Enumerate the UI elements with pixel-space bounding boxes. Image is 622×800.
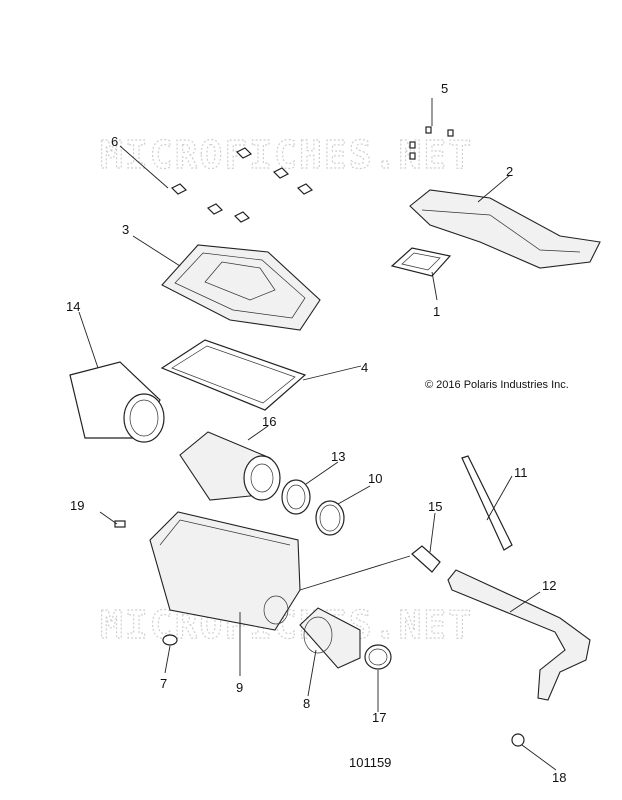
part-12-hose <box>447 569 591 701</box>
callout-labels: 1 2 3 4 5 6 7 8 9 10 11 12 13 14 15 16 1… <box>66 81 566 785</box>
callout-10: 10 <box>368 471 382 486</box>
part-15-sensor <box>411 545 441 573</box>
diagram-id: 101159 <box>349 755 391 770</box>
part-16-air-filter <box>179 431 281 501</box>
callout-4: 4 <box>361 360 368 375</box>
callout-11: 11 <box>514 465 528 480</box>
callout-1: 1 <box>433 304 440 319</box>
leader-lines <box>78 98 557 771</box>
part-14-prefilter-sleeve <box>69 361 165 443</box>
callout-3: 3 <box>122 222 129 237</box>
callout-16: 16 <box>262 414 276 429</box>
callout-17: 17 <box>372 710 386 725</box>
callout-5: 5 <box>441 81 448 96</box>
part-3-airbox-cover <box>161 244 321 331</box>
part-1-gasket <box>390 247 452 277</box>
callout-13: 13 <box>331 449 345 464</box>
watermark-top: MICROFICHES.NET <box>100 133 473 177</box>
part-5-screws <box>409 126 454 160</box>
callout-7: 7 <box>160 676 167 691</box>
part-17-clamp <box>364 644 392 670</box>
part-13-coupler <box>281 479 311 515</box>
callout-19: 19 <box>70 498 84 513</box>
part-11-rod <box>461 455 513 551</box>
callout-8: 8 <box>303 696 310 711</box>
callout-15: 15 <box>428 499 442 514</box>
part-18-clip <box>511 733 525 747</box>
part-4-seal <box>160 339 307 411</box>
callout-9: 9 <box>236 680 243 695</box>
callout-14: 14 <box>66 299 80 314</box>
part-6-clips <box>170 147 314 223</box>
part-8-boot <box>299 607 361 669</box>
callout-6: 6 <box>111 134 118 149</box>
part-7-grommet <box>162 634 178 646</box>
callout-2: 2 <box>506 164 513 179</box>
callout-12: 12 <box>542 578 556 593</box>
part-2-intake-duct <box>409 189 601 269</box>
callout-18: 18 <box>552 770 566 785</box>
part-10-clamp <box>315 500 345 536</box>
part-19-screw <box>114 520 126 528</box>
copyright-notice: © 2016 Polaris Industries Inc. <box>425 379 569 391</box>
